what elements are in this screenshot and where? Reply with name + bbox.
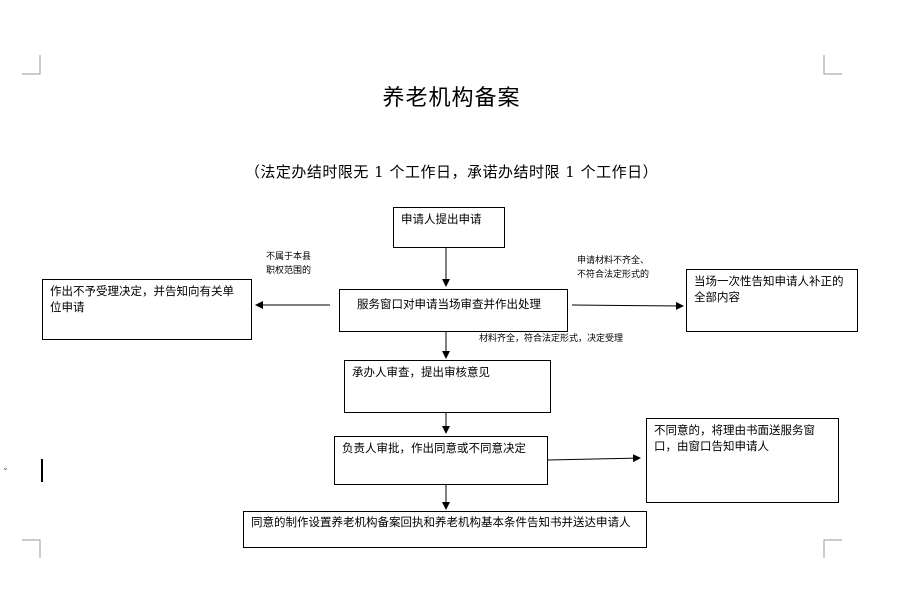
node-reject: 作出不予受理决定，并告知向有关单位申请 (42, 279, 252, 340)
text-cursor (41, 459, 43, 482)
node-window-review: 服务窗口对申请当场审查并作出处理 (339, 289, 568, 332)
node-apply: 申请人提出申请 (393, 207, 505, 248)
node-leader-approve: 负责人审批，作出同意或不同意决定 (334, 436, 548, 485)
node-handler-review: 承办人审查，提出审核意见 (344, 360, 551, 413)
label-incomplete-line2: 不符合法定形式的 (577, 270, 650, 280)
side-marker-icon: ⌄ (2, 463, 9, 472)
crop-mark-bottom-left (22, 539, 41, 558)
label-not-in-scope-line1: 不属于本县 (266, 252, 312, 262)
crop-mark-top-left (22, 55, 41, 75)
label-incomplete-line1: 申请材料不齐全、 (577, 256, 650, 266)
label-not-in-scope-line2: 职权范围的 (266, 266, 312, 276)
node-agree: 同意的制作设置养老机构备案回执和养老机构基本条件告知书并送达申请人 (243, 511, 647, 548)
arrow-window-to-notify (571, 301, 684, 310)
arrow-leader-to-disagree (547, 454, 641, 463)
document-title: 养老机构备案 (382, 86, 521, 111)
node-disagree: 不同意的，将理由书面送服务窗口，由窗口告知申请人 (646, 418, 839, 503)
label-accepted: 材料齐全，符合法定形式，决定受理 (479, 334, 624, 344)
document-subtitle: （法定办结时限无 1 个工作日，承诺办结时限 1 个工作日） (244, 163, 659, 181)
crop-mark-bottom-right (823, 539, 842, 558)
node-notify-supplement: 当场一次性告知申请人补正的全部内容 (686, 269, 858, 332)
crop-mark-top-right (823, 55, 842, 75)
